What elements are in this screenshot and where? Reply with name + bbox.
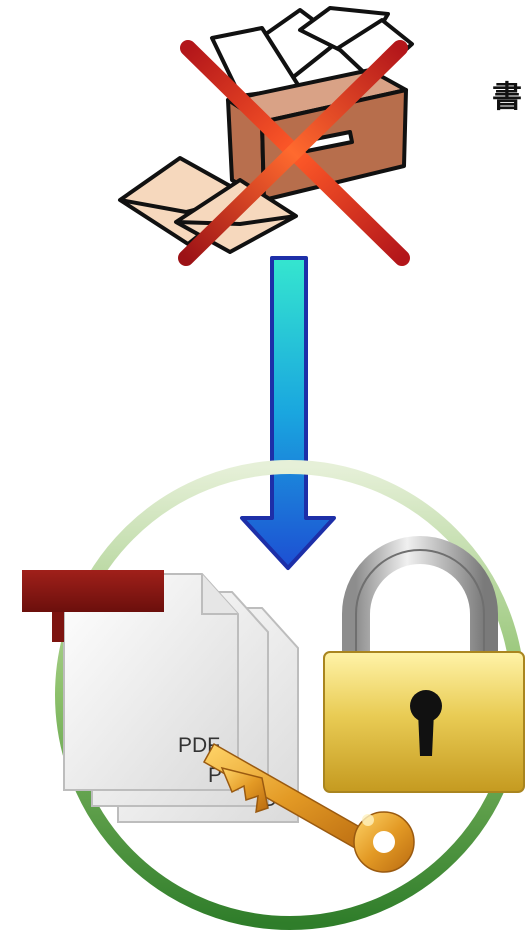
down-arrow-icon — [242, 258, 334, 568]
